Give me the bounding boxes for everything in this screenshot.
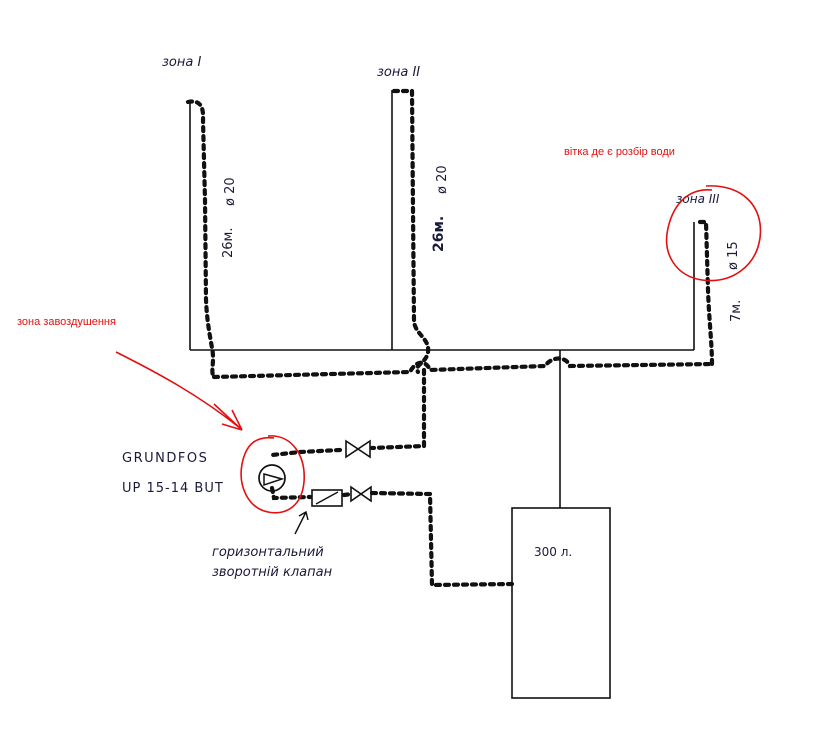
ball-valve-upper	[345, 439, 371, 459]
pump-brand: GRUNDFOS	[122, 451, 208, 466]
return-zone-3	[697, 219, 715, 367]
check-valve	[311, 489, 343, 507]
check-valve-label-line2: зворотній клапан	[212, 565, 333, 580]
pipe-3-diameter: ø 15	[726, 241, 741, 270]
supply-pipes	[189, 90, 695, 508]
water-tank	[511, 507, 611, 699]
tank-label: 300 л.	[534, 545, 572, 559]
pipe-3-length: 7м.	[729, 300, 744, 322]
pipe-2-diameter: ø 20	[435, 165, 450, 194]
pump-model: UP 15-14 BUT	[122, 481, 224, 496]
air-zone-arrowhead	[213, 403, 243, 431]
air-zone-arrow	[115, 351, 241, 429]
check-valve-arrow	[294, 510, 309, 535]
check-valve-label-line1: горизонтальний	[212, 545, 324, 560]
air-zone-annotation: зона завоздушення	[17, 316, 116, 328]
return-main	[211, 356, 715, 380]
zone-2-label: зона II	[377, 65, 420, 80]
pump-highlight-circle	[240, 435, 305, 514]
return-to-pump	[269, 367, 427, 458]
pipe-1-diameter: ø 20	[223, 177, 238, 206]
return-zone-2	[391, 88, 431, 375]
ball-valve-lower	[350, 485, 372, 503]
pipe-1-length: 26м.	[221, 228, 236, 258]
zone-1-label: зона I	[162, 55, 201, 70]
branch-annotation: вітка де є розбір води	[564, 146, 675, 158]
circulation-pump	[258, 464, 286, 492]
return-zone-1	[185, 99, 217, 380]
zone-3-highlight-circle	[665, 185, 762, 282]
pipe-2-length: 26м.	[431, 216, 447, 252]
